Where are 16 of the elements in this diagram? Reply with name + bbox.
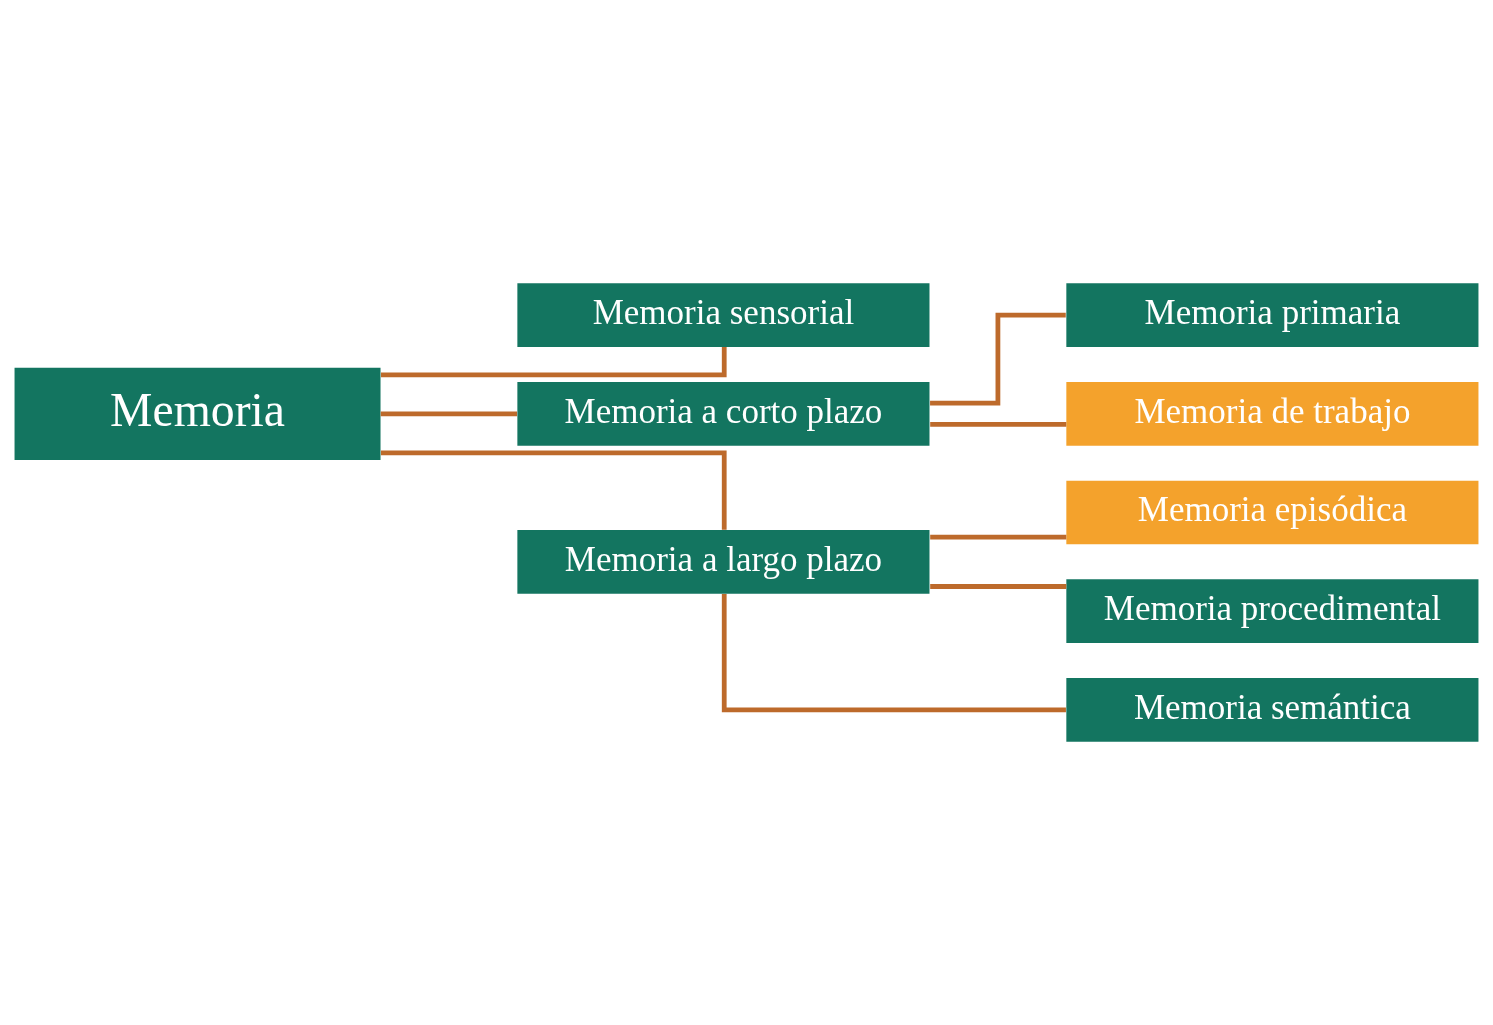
node-box: Memoria — [14, 367, 381, 460]
connector — [381, 450, 727, 530]
node-box: Memoria episódica — [1066, 480, 1479, 545]
node-box: Memoria a largo plazo — [517, 530, 930, 594]
node-box: Memoria procedimental — [1066, 579, 1479, 643]
connector — [930, 312, 1066, 406]
node-box: Memoria a corto plazo — [517, 382, 930, 446]
connector — [721, 593, 1066, 713]
node-box: Memoria primaria — [1066, 283, 1479, 347]
node-box: Memoria de trabajo — [1066, 382, 1479, 446]
connector — [930, 584, 1067, 589]
node-box: Memoria semántica — [1066, 678, 1479, 742]
connector — [930, 422, 1067, 427]
connector — [930, 534, 1067, 540]
node-box: Memoria sensorial — [517, 283, 930, 347]
connector — [380, 411, 518, 417]
